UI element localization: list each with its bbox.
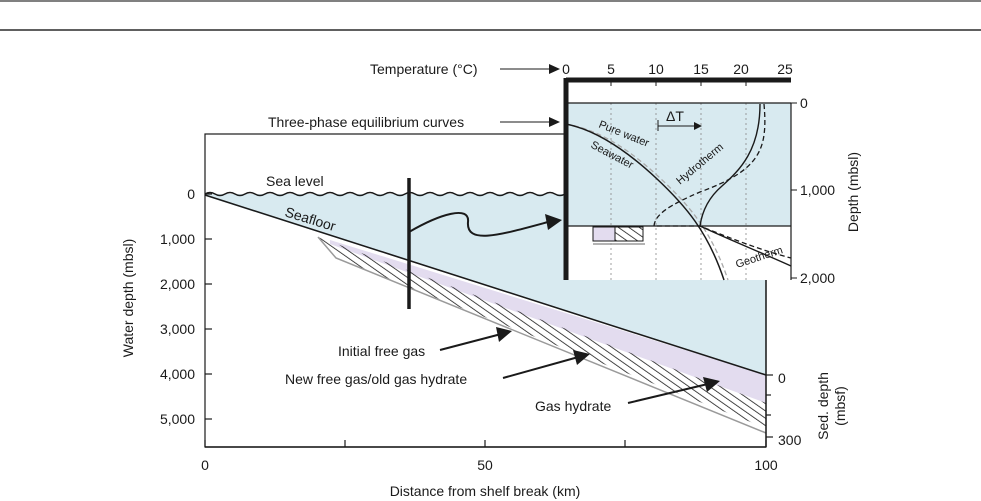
inset-temp-ticks [610, 82, 747, 86]
delta-t-label: ΔT [666, 108, 684, 124]
free-gas-arrow [439, 332, 506, 351]
y-tick-4000: 4,000 [160, 366, 195, 382]
inset-hydrate-swatch [614, 226, 644, 242]
sea-level-label: Sea level [266, 173, 324, 189]
temp-tick-10: 10 [648, 61, 664, 77]
y-tick-1000: 1,000 [160, 231, 195, 247]
equilibrium-callout-arrowhead [549, 117, 560, 127]
new-free-gas-arrow [502, 355, 583, 379]
y-axis-ticks [205, 193, 212, 420]
y-tick-0: 0 [187, 186, 195, 202]
delta-t-arrowhead [694, 122, 702, 130]
temperature-callout-arrowhead [549, 64, 560, 74]
sed-tick-300: 300 [778, 432, 802, 448]
temp-tick-5: 5 [607, 61, 615, 77]
connector-arrowhead [545, 214, 562, 230]
sed-axis-title-line2: (mbsf) [832, 386, 848, 426]
x-axis-title: Distance from shelf break (km) [390, 483, 581, 499]
depth-tick-2000: 2,000 [800, 270, 835, 286]
sea-level-line [204, 191, 566, 197]
new-free-gas-label: New free gas/old gas hydrate [285, 371, 467, 387]
y-tick-3000: 3,000 [160, 321, 195, 337]
y-axis-title: Water depth (mbsl) [120, 239, 136, 358]
main-section: 0 1,000 2,000 3,000 4,000 5,000 0 50 100… [120, 133, 848, 499]
sed-depth-ticks [766, 374, 773, 438]
temp-tick-20: 20 [733, 61, 749, 77]
phase-diagram-inset: ΔT Pure water Seawater Hydrotherm Geothe… [268, 61, 861, 286]
depth-tick-1000: 1,000 [800, 182, 835, 198]
y-tick-5000: 5,000 [160, 411, 195, 427]
sed-tick-0: 0 [778, 370, 786, 386]
curve-geotherm [699, 103, 792, 267]
free-gas-arrowhead [496, 327, 512, 342]
temp-tick-0: 0 [562, 61, 570, 77]
curve-hydrotherm [653, 103, 792, 259]
x-tick-0: 0 [201, 457, 209, 473]
free-gas-layer [330, 240, 766, 403]
hydrate-base-line [317, 236, 767, 434]
inset-depth-ticks [791, 102, 797, 279]
initial-free-gas-label: Initial free gas [338, 343, 425, 359]
x-tick-100: 100 [754, 457, 778, 473]
sed-axis-title-line1: Sed. depth [815, 372, 831, 440]
connector-arrow [408, 211, 549, 237]
curve-seawater [565, 123, 725, 281]
seafloor-line [204, 194, 767, 376]
x-tick-50: 50 [477, 457, 493, 473]
equilibrium-callout-label: Three-phase equilibrium curves [268, 114, 464, 130]
temp-tick-25: 25 [777, 61, 793, 77]
depth-tick-0: 0 [800, 95, 808, 111]
x-axis-ticks [204, 440, 767, 447]
new-free-gas-arrowhead [573, 350, 590, 365]
gas-hydrate-label: Gas hydrate [535, 398, 611, 414]
y-tick-2000: 2,000 [160, 276, 195, 292]
gas-hydrate-arrowhead [703, 377, 720, 392]
temperature-callout-label: Temperature (°C) [370, 61, 478, 77]
curve-grey-dashed [565, 123, 729, 281]
gas-hydrate-layer [318, 237, 766, 428]
inset-free-gas-swatch [592, 226, 616, 242]
inset-depth-title: Depth (mbsl) [845, 152, 861, 232]
gas-hydrate-arrow [627, 382, 713, 404]
temp-tick-15: 15 [693, 61, 709, 77]
